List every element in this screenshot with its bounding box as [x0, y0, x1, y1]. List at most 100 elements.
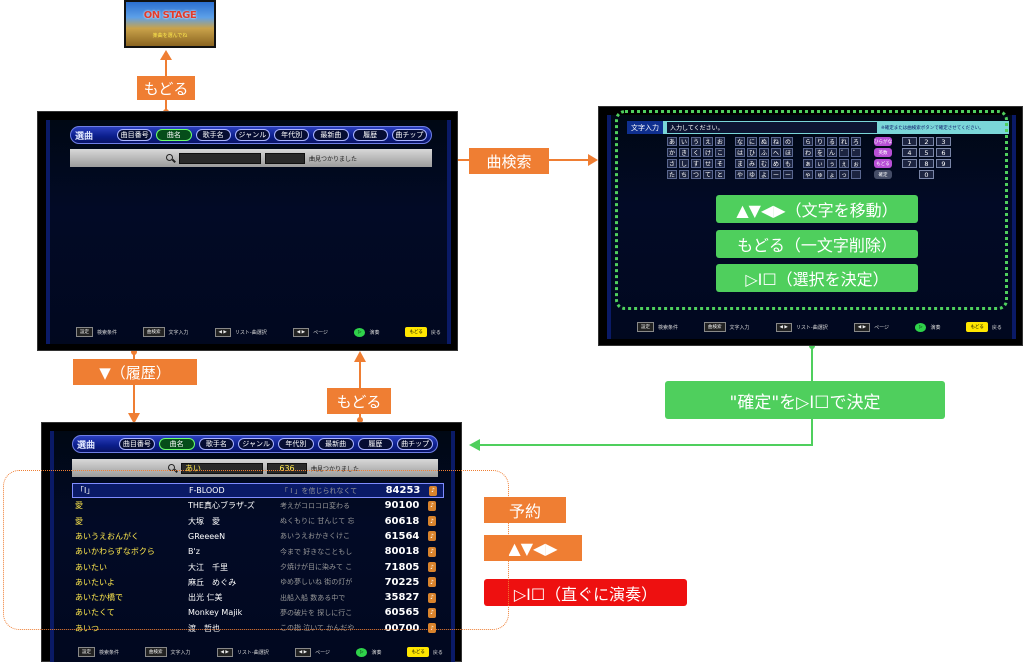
kana-key[interactable]: な	[735, 137, 745, 146]
kana-key[interactable]: そ	[715, 159, 725, 168]
footer-back-key[interactable]: もどる	[966, 322, 988, 332]
kana-key[interactable]: ょ	[827, 170, 837, 179]
kana-key[interactable]: は	[735, 148, 745, 157]
kana-key[interactable]: わ	[803, 148, 813, 157]
mode-key[interactable]: 英数	[874, 148, 892, 157]
kana-key[interactable]: ろ	[851, 137, 861, 146]
kana-key[interactable]: ゛	[839, 148, 849, 157]
reserve-icon[interactable]: ♪	[429, 485, 437, 496]
footer-back-key[interactable]: もどる	[407, 647, 429, 657]
footer-settings-key[interactable]: 設定	[76, 327, 93, 337]
kana-key[interactable]: を	[815, 148, 825, 157]
search-input[interactable]: あい	[181, 462, 263, 474]
kana-key[interactable]: ん	[827, 148, 837, 157]
reserve-icon[interactable]: ♪	[428, 607, 436, 618]
kana-key[interactable]: つ	[691, 170, 701, 179]
tab-era[interactable]: 年代別	[278, 438, 314, 450]
number-key[interactable]: 7	[902, 159, 917, 168]
number-key[interactable]: 4	[902, 148, 917, 157]
tab-era[interactable]: 年代別	[274, 129, 310, 141]
kana-key[interactable]: に	[747, 137, 757, 146]
kana-key[interactable]: ゜	[851, 148, 861, 157]
number-key[interactable]: 2	[919, 137, 934, 146]
kana-key[interactable]: お	[715, 137, 725, 146]
tab-newest[interactable]: 最新曲	[313, 129, 349, 141]
kana-key[interactable]: ぃ	[815, 159, 825, 168]
kana-key[interactable]: え	[703, 137, 713, 146]
footer-input-key[interactable]: 曲検索	[145, 647, 167, 657]
footer-play-key[interactable]: ▷	[355, 647, 368, 657]
kana-key[interactable]: へ	[771, 148, 781, 157]
footer-back-key[interactable]: もどる	[405, 327, 427, 337]
footer-settings-key[interactable]: 設定	[637, 322, 654, 332]
tab-song-number[interactable]: 曲目番号	[117, 129, 153, 141]
footer-page-key[interactable]: ◀ ▶	[294, 647, 312, 657]
kana-key[interactable]: さ	[667, 159, 677, 168]
kana-key[interactable]: み	[747, 159, 757, 168]
number-key[interactable]: 1	[902, 137, 917, 146]
kana-key[interactable]: こ	[715, 148, 725, 157]
footer-input-key[interactable]: 曲検索	[704, 322, 726, 332]
footer-list-key[interactable]: ◀ ▶	[216, 647, 233, 657]
kana-key[interactable]: ほ	[783, 148, 793, 157]
number-key[interactable]: 3	[936, 137, 951, 146]
kana-key[interactable]: ふ	[759, 148, 769, 157]
tab-artist[interactable]: 歌手名	[198, 438, 235, 450]
kana-key[interactable]: す	[691, 159, 701, 168]
reserve-icon[interactable]: ♪	[428, 577, 436, 588]
kana-key[interactable]: ち	[679, 170, 689, 179]
reserve-icon[interactable]: ♪	[428, 516, 436, 527]
tab-song-chip[interactable]: 曲チップ	[397, 438, 433, 450]
kana-key[interactable]: の	[783, 137, 793, 146]
kana-key[interactable]: あ	[667, 137, 677, 146]
kana-key[interactable]: ゆ	[747, 170, 757, 179]
number-key[interactable]: 8	[919, 159, 934, 168]
kana-key[interactable]: ゃ	[803, 170, 813, 179]
kana-key[interactable]: た	[667, 170, 677, 179]
kana-key[interactable]: て	[703, 170, 713, 179]
kana-key[interactable]: や	[735, 170, 745, 179]
number-key[interactable]: 6	[936, 148, 951, 157]
kana-key[interactable]: し	[679, 159, 689, 168]
tab-song-chip[interactable]: 曲チップ	[391, 129, 427, 141]
kana-key[interactable]: ぅ	[827, 159, 837, 168]
footer-list-key[interactable]: ◀ ▶	[214, 327, 231, 337]
kana-key[interactable]: ゅ	[815, 170, 825, 179]
kana-key[interactable]: り	[815, 137, 825, 146]
search-input[interactable]	[179, 152, 261, 164]
kana-key[interactable]: い	[679, 137, 689, 146]
kana-key[interactable]: ね	[771, 137, 781, 146]
kana-key[interactable]: ひ	[747, 148, 757, 157]
footer-play-key[interactable]: ▷	[914, 322, 927, 332]
mode-key[interactable]: もどる	[874, 159, 892, 168]
footer-page-key[interactable]: ◀ ▶	[853, 322, 871, 332]
mode-key[interactable]: 確定	[874, 170, 892, 179]
kana-key[interactable]: き	[679, 148, 689, 157]
kana-key[interactable]: る	[827, 137, 837, 146]
kana-key[interactable]: れ	[839, 137, 849, 146]
kana-key[interactable]: ぁ	[803, 159, 813, 168]
number-key[interactable]: 0	[919, 170, 934, 179]
reserve-icon[interactable]: ♪	[428, 546, 436, 557]
reserve-icon[interactable]: ♪	[428, 531, 436, 542]
tab-newest[interactable]: 最新曲	[317, 438, 354, 450]
tab-song-name[interactable]: 曲名	[158, 438, 195, 450]
kana-key[interactable]: ぬ	[759, 137, 769, 146]
footer-input-key[interactable]: 曲検索	[143, 327, 165, 337]
footer-page-key[interactable]: ◀ ▶	[292, 327, 310, 337]
kana-key[interactable]: と	[715, 170, 725, 179]
footer-settings-key[interactable]: 設定	[78, 647, 95, 657]
tab-history[interactable]: 履歴	[352, 129, 388, 141]
kana-key[interactable]: も	[783, 159, 793, 168]
kana-key[interactable]: か	[667, 148, 677, 157]
tab-song-number[interactable]: 曲目番号	[119, 438, 155, 450]
kana-key[interactable]: く	[691, 148, 701, 157]
